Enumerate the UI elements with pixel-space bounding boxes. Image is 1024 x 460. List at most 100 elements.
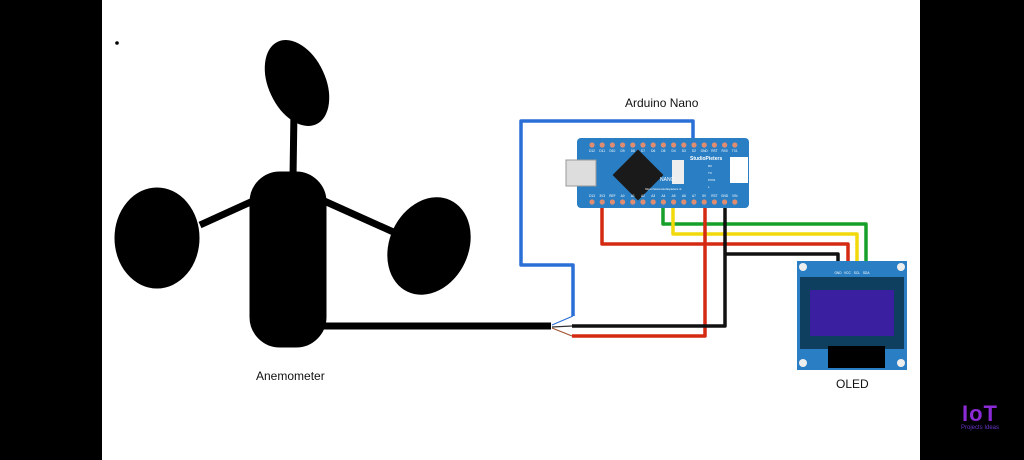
wire-black-split — [551, 325, 573, 328]
pin-top — [620, 142, 626, 148]
arduino-nano-board: StudioPieters NANO https://www.studiopie… — [565, 138, 749, 208]
pin-label: VIN — [732, 194, 738, 198]
wire-black-gnd — [572, 205, 727, 328]
microcontroller-chip — [612, 149, 664, 201]
watermark-big: IoT — [962, 401, 998, 426]
pin-bottom — [671, 199, 677, 205]
pin-label: 5V — [702, 194, 707, 198]
led-rx: RX — [708, 164, 712, 168]
pin-label: D9 — [621, 149, 625, 153]
pin-top — [589, 142, 595, 148]
pin-label: A3 — [651, 194, 655, 198]
board-brand: StudioPieters — [690, 156, 722, 162]
pin-label: D7 — [641, 149, 645, 153]
pin-bottom — [722, 199, 728, 205]
pin-top — [711, 142, 718, 148]
pin-label: D4 — [672, 149, 676, 153]
pin-label: D12 — [589, 149, 595, 153]
board-url: https://www.studiopieters.nl — [645, 187, 682, 191]
oled-screen — [810, 290, 894, 336]
wire-red-split — [551, 327, 573, 337]
oled-label: OLED — [836, 377, 869, 391]
pin-bottom — [630, 199, 636, 205]
pin-bottom — [609, 199, 616, 205]
pin-label: RST — [711, 149, 717, 153]
pin-top — [660, 142, 667, 148]
diagram-canvas — [102, 0, 920, 460]
reset-button — [672, 160, 684, 184]
pin-label: D11 — [599, 149, 605, 153]
anemometer-body — [249, 171, 327, 348]
led-tx: TX — [708, 171, 712, 175]
pin-label: A7 — [692, 194, 696, 198]
watermark-small: Projects Ideas — [960, 425, 1000, 431]
pin-label: A4 — [661, 194, 665, 198]
anemometer-label: Anemometer — [256, 369, 325, 383]
pin-bottom — [599, 199, 605, 205]
pin-label: GND — [721, 194, 729, 198]
pin-top — [701, 142, 707, 148]
pin-top — [609, 142, 616, 148]
pin-top — [650, 142, 656, 148]
pin-bottom — [732, 199, 738, 205]
pin-top — [640, 142, 646, 148]
stray-dot — [115, 41, 119, 45]
left-cup — [114, 187, 200, 289]
wire-red-5v — [572, 205, 707, 338]
pin-label: D10 — [609, 149, 615, 153]
arduino-label: Arduino Nano — [625, 96, 699, 110]
pin-label: A6 — [682, 194, 686, 198]
pin-bottom — [620, 199, 626, 205]
pin-bottom — [650, 199, 656, 205]
pin-bottom — [660, 199, 667, 205]
pin-top — [599, 142, 605, 148]
pin-label: D6 — [651, 149, 655, 153]
pin-label: 3V3 — [599, 194, 605, 198]
pin-label: A5 — [672, 194, 676, 198]
wire-yellow-a5 — [671, 205, 859, 265]
pin-label: TX1 — [732, 149, 738, 153]
oled-pin-label: GND — [834, 271, 842, 275]
pin-top — [630, 142, 636, 148]
pin-top — [732, 142, 738, 148]
pin-label: D5 — [661, 149, 665, 153]
pin-label: GND — [701, 149, 709, 153]
icsp-header — [730, 157, 748, 183]
pin-label: A0 — [621, 194, 625, 198]
pin-bottom — [681, 199, 687, 205]
pin-label: A1 — [631, 194, 635, 198]
pin-bottom — [691, 199, 697, 205]
led-pow: POW — [708, 178, 715, 182]
pin-bottom — [711, 199, 718, 205]
usb-port — [565, 159, 597, 187]
oled-pin-label: SDA — [863, 271, 870, 275]
pin-label: RST — [711, 194, 717, 198]
led-l: L — [708, 185, 710, 189]
pin-label: REF — [609, 194, 615, 198]
pin-bottom — [640, 199, 646, 205]
anemometer — [114, 40, 551, 348]
wire-blue-split — [551, 315, 574, 326]
top-cup — [264, 40, 330, 126]
pin-label: D13 — [589, 194, 595, 198]
pin-bottom — [701, 199, 707, 205]
pin-bottom — [589, 199, 595, 205]
pin-label: D8 — [631, 149, 635, 153]
oled-ribbon — [828, 346, 885, 368]
pin-top — [671, 142, 677, 148]
board-model: NANO — [660, 177, 675, 183]
pin-label: D3 — [682, 149, 686, 153]
pin-top — [681, 142, 687, 148]
pin-top — [691, 142, 697, 148]
wire-blue-d2 — [519, 119, 695, 316]
right-cup — [387, 197, 471, 295]
oled-pin-label: SCL — [854, 271, 860, 275]
wire-green-a4 — [661, 205, 868, 265]
right-arm — [320, 196, 402, 239]
pin-label: RX0 — [721, 149, 727, 153]
pin-label: A2 — [641, 194, 645, 198]
left-arm — [198, 196, 257, 229]
